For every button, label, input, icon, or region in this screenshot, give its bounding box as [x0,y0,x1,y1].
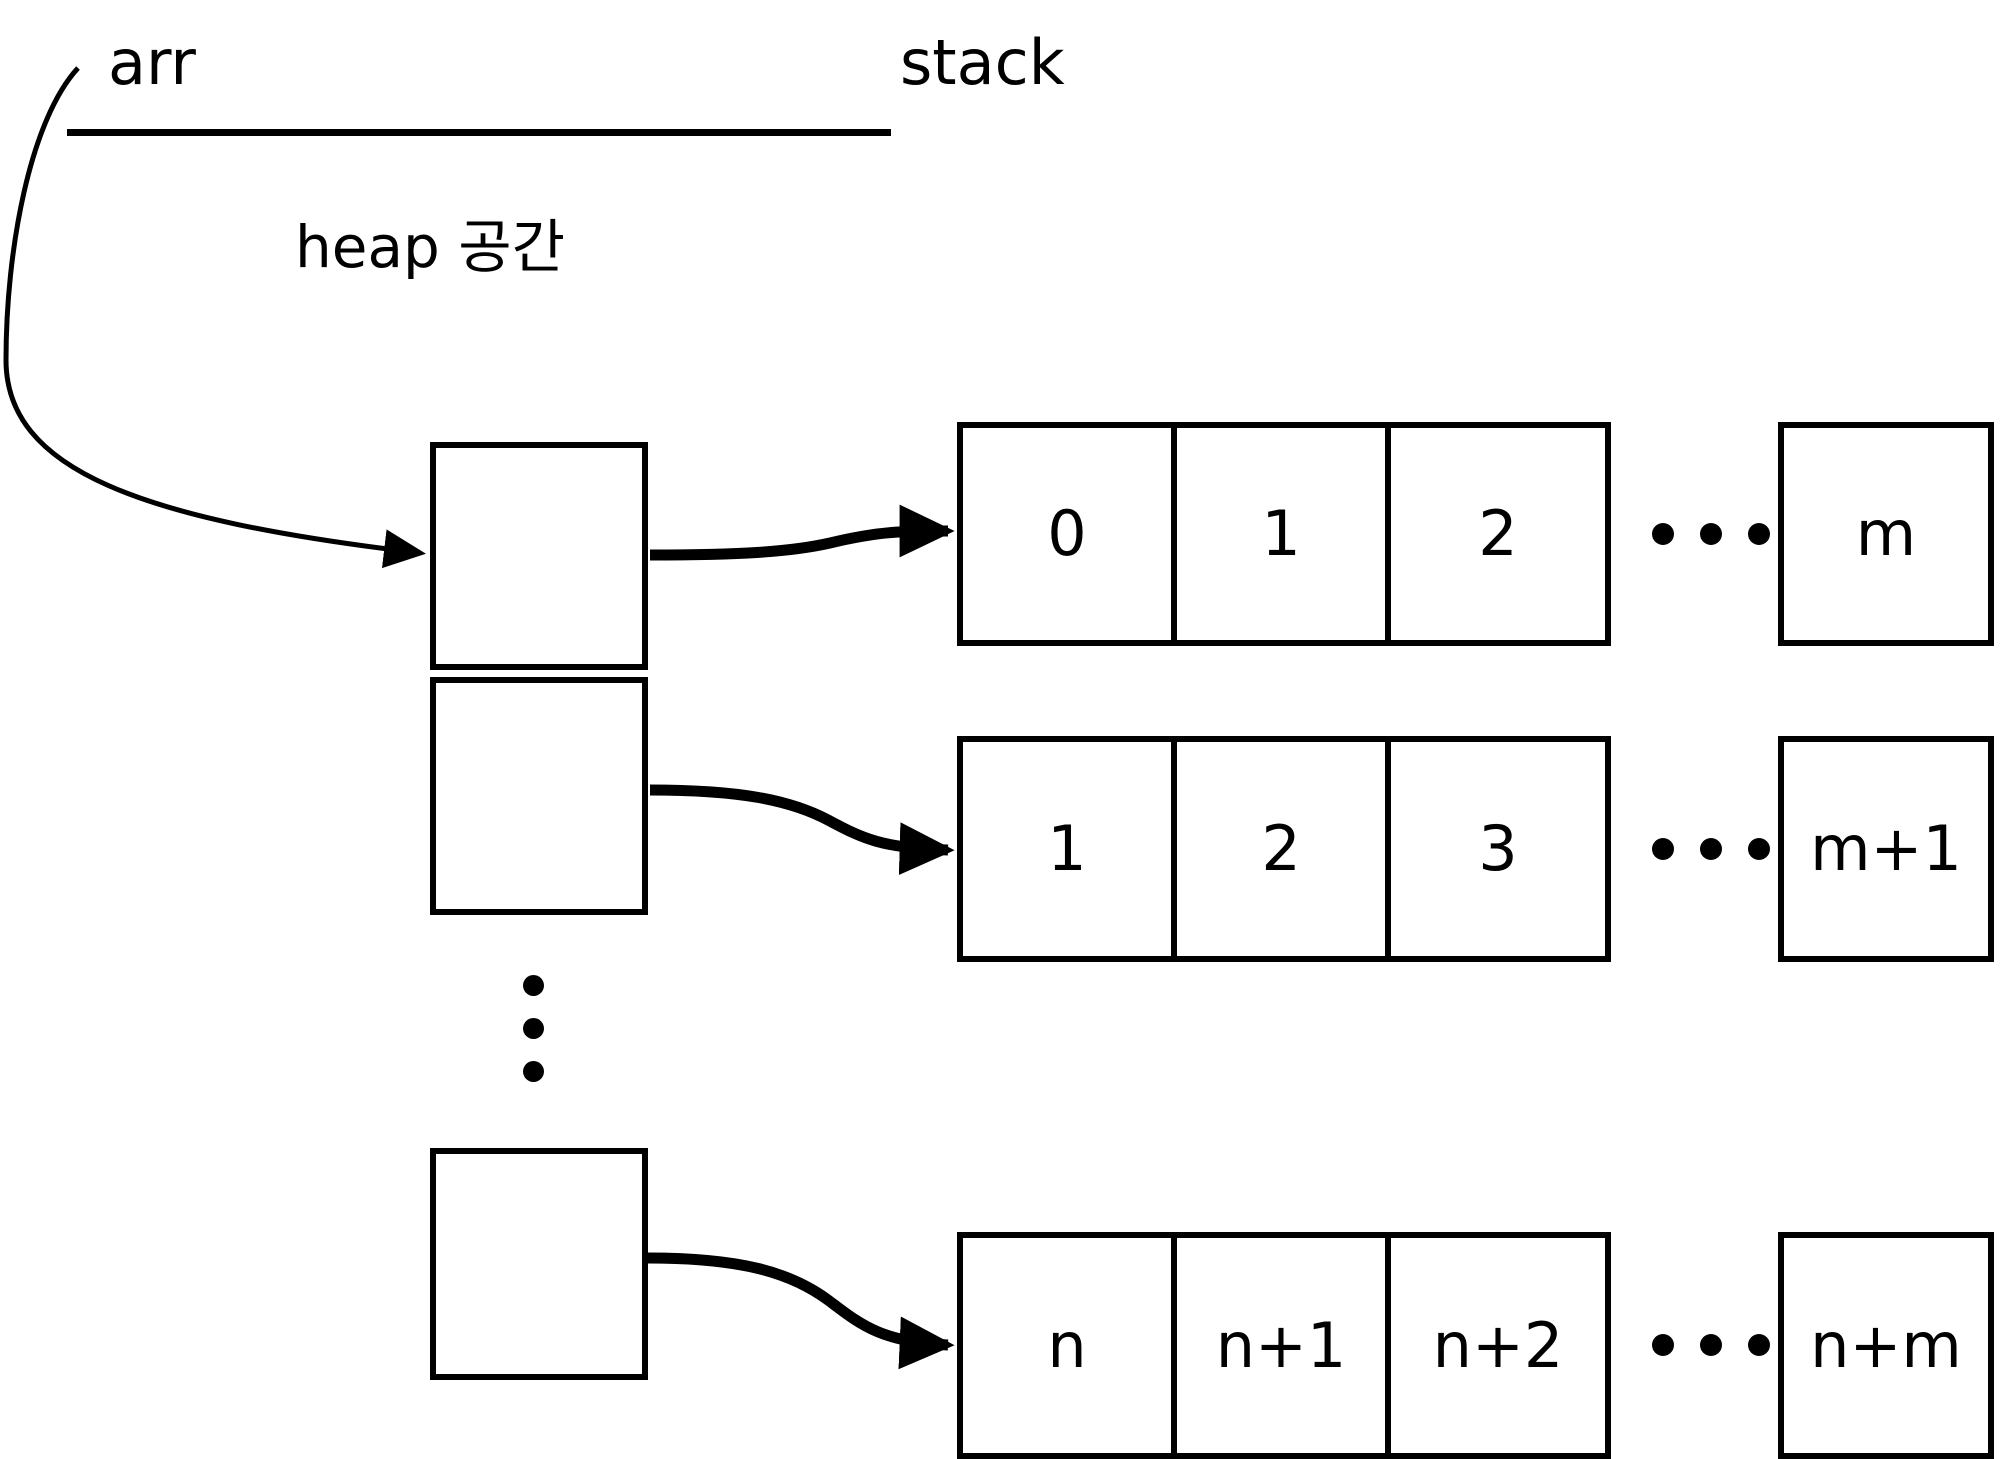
array-cell: 0 [963,428,1178,640]
array-cell: 2 [1177,742,1392,956]
array-row-1: 1 2 3 [957,736,1611,962]
arr-label: arr [108,26,196,99]
arrow-heap-cell-0-to-row-0 [649,504,955,561]
heap-vertical-ellipsis-icon [523,975,549,1085]
array-cell: n+2 [1432,1308,1564,1382]
array-tail-cell-2: n+m [1778,1232,1994,1459]
array-row-2: n n+1 n+2 [957,1232,1611,1459]
array-row-0: 0 1 2 [957,422,1611,646]
heap-space-label: heap 공간 [295,213,565,281]
arrow-heap-cell-1-to-row-1 [649,784,955,875]
array-cell: n [963,1238,1178,1453]
array-cell: 1 [963,742,1178,956]
array-tail-cell-1: m+1 [1778,736,1994,962]
array-cell: 1 [1177,428,1392,640]
arrow-arr-to-heap-cell-0 [3,66,426,569]
array-cell: 2 [1478,497,1518,570]
heap-pointer-cell-2 [430,1148,648,1380]
row-1-ellipsis-icon [1652,838,1770,860]
row-2-ellipsis-icon [1652,1334,1770,1356]
stack-label: stack [900,26,1065,99]
heap-pointer-cell-1 [430,677,648,915]
array-cell: n+1 [1177,1238,1392,1453]
heap-pointer-cell-0 [430,442,648,670]
array-tail-cell-0: m [1778,422,1994,646]
arrow-heap-cell-2-to-row-2 [647,1252,955,1370]
array-cell: 3 [1478,812,1518,885]
stack-frame-divider-line [67,129,891,136]
row-0-ellipsis-icon [1652,523,1770,545]
